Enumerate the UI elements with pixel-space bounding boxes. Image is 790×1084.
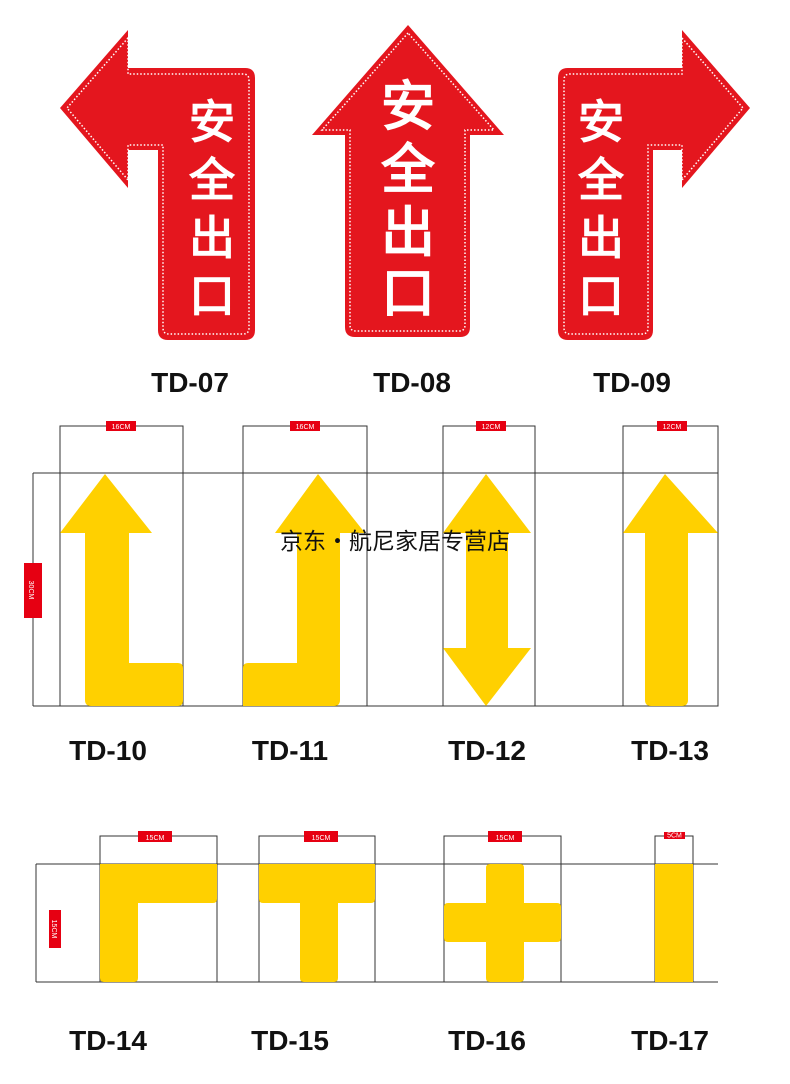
store-watermark: 京东・航尼家居专营店: [280, 529, 510, 555]
sign-td-07-left-arrow: 安 全 出 口: [60, 30, 255, 340]
dimension-label: 12CM: [657, 421, 687, 431]
dimension-label: 15CM: [138, 831, 172, 842]
marker-td-14-corner: [100, 864, 217, 982]
sign-text-char: 口: [578, 269, 624, 323]
arrow-code-label: TD-13: [631, 735, 709, 766]
svg-text:30CM: 30CM: [27, 581, 34, 600]
arrow-td-10-up-left-turn: [60, 474, 183, 706]
svg-text:12CM: 12CM: [482, 424, 501, 431]
dimension-label: 12CM: [476, 421, 506, 431]
marker-td-16-cross: [444, 864, 561, 982]
svg-text:16CM: 16CM: [296, 424, 315, 431]
dimension-label: 15CM: [304, 831, 338, 842]
arrow-td-13-straight: [623, 474, 718, 706]
sign-text-char: 出: [578, 211, 624, 265]
markers-dimension-frame: [35, 835, 718, 983]
marker-td-17-line: [655, 864, 693, 982]
sign-td-09-right-arrow: 安 全 出 口: [558, 30, 750, 340]
sign-td-08-up-arrow: 安 全 出 口: [312, 25, 504, 337]
svg-text:16CM: 16CM: [112, 424, 131, 431]
height-dimension-label: 15CM: [49, 910, 61, 948]
sign-text-char: 全: [188, 153, 236, 207]
sign-text-char: 口: [381, 262, 435, 325]
svg-text:5CM: 5CM: [667, 833, 682, 840]
svg-text:15CM: 15CM: [312, 835, 331, 842]
arrow-code-label: TD-11: [252, 735, 328, 766]
height-dimension-label: 30CM: [24, 563, 42, 618]
dimension-label: 16CM: [106, 421, 136, 431]
sign-text-char: 出: [381, 201, 435, 264]
sign-text-char: 全: [380, 138, 436, 201]
dimension-label: 5CM: [664, 832, 685, 840]
svg-text:15CM: 15CM: [496, 835, 515, 842]
svg-text:12CM: 12CM: [663, 424, 682, 431]
sign-text-char: 出: [189, 211, 235, 265]
dimension-label: 15CM: [488, 831, 522, 842]
arrow-td-12-double: [443, 474, 531, 706]
dimension-label: 16CM: [290, 421, 320, 431]
sign-code-label: TD-08: [373, 367, 451, 398]
sign-code-label: TD-09: [593, 367, 671, 398]
svg-text:15CM: 15CM: [50, 920, 57, 939]
arrow-code-label: TD-12: [448, 735, 526, 766]
sign-text-char: 全: [577, 153, 625, 207]
marker-td-15-tee: [259, 864, 375, 982]
arrow-code-label: TD-10: [69, 735, 147, 766]
sign-code-label: TD-07: [151, 367, 229, 398]
marker-code-label: TD-17: [631, 1025, 709, 1056]
sign-text-char: 安: [189, 95, 235, 149]
sign-text-char: 安: [381, 75, 435, 138]
svg-text:15CM: 15CM: [146, 835, 165, 842]
marker-code-label: TD-16: [448, 1025, 526, 1056]
marker-code-label: TD-14: [69, 1025, 147, 1056]
arrow-td-11-up-right-turn: [243, 474, 365, 706]
sign-text-char: 口: [189, 269, 235, 323]
sign-text-char: 安: [578, 95, 624, 149]
marker-code-label: TD-15: [251, 1025, 329, 1056]
